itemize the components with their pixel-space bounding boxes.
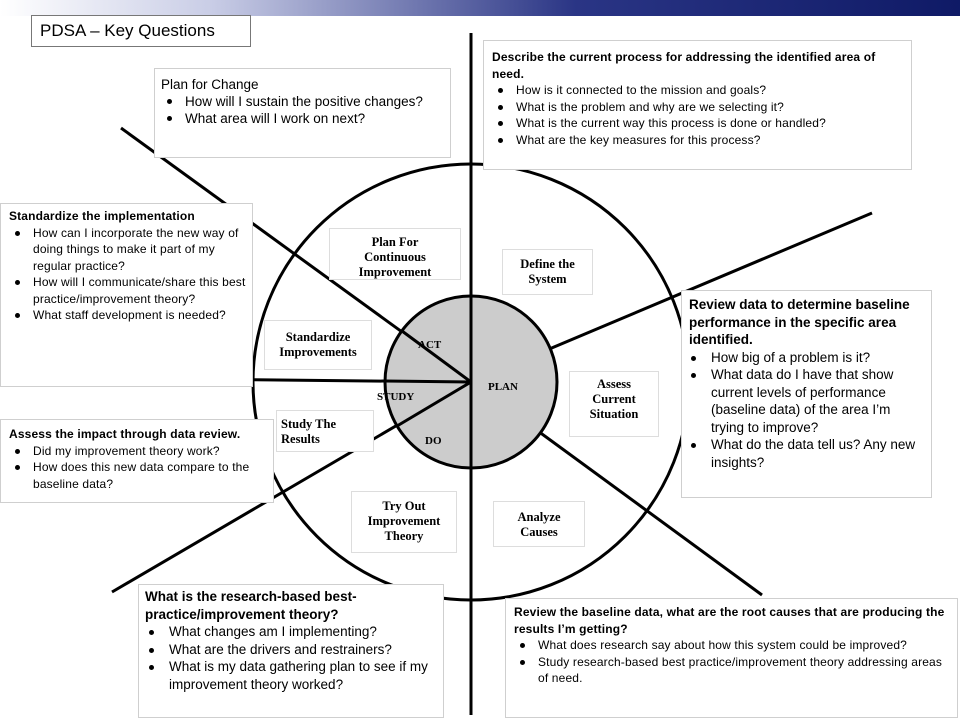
inner-divider-upper-left bbox=[401, 329, 472, 384]
page-title: PDSA – Key Questions bbox=[31, 15, 251, 47]
wheel-label-analyze-causes: Analyze Causes bbox=[493, 501, 585, 547]
list-item: What changes am I implementing? bbox=[139, 623, 439, 641]
quadrant-label-plan: PLAN bbox=[488, 381, 518, 393]
wheel-label-study-results: Study The Results bbox=[276, 410, 374, 452]
list-item: What are the drivers and restrainers? bbox=[139, 641, 439, 659]
list-item: How big of a problem is it? bbox=[682, 349, 927, 367]
list-item: Did my improvement theory work? bbox=[9, 443, 269, 460]
quadrant-label-study: STUDY bbox=[377, 391, 415, 403]
box-describe-process: Describe the current process for address… bbox=[483, 40, 912, 170]
list-item: What do the data tell us? Any new insigh… bbox=[682, 436, 927, 471]
quadrant-label-act: ACT bbox=[418, 339, 442, 351]
box-heading: Review data to determine baseline perfor… bbox=[689, 297, 910, 347]
box-root-causes: Review the baseline data, what are the r… bbox=[505, 598, 958, 718]
list-item: How can I incorporate the new way of doi… bbox=[9, 225, 246, 275]
box-heading: Standardize the implementation bbox=[9, 209, 195, 223]
inner-divider-lower-left bbox=[396, 380, 472, 428]
box-heading: Review the baseline data, what are the r… bbox=[514, 605, 945, 636]
box-assess-impact: Assess the impact through data review. D… bbox=[0, 419, 274, 503]
inner-divider-left bbox=[384, 379, 472, 384]
box-plan-for-change: Plan for Change How will I sustain the p… bbox=[154, 68, 451, 158]
wheel-label-define-system: Define the System bbox=[502, 249, 593, 295]
box-heading: Plan for Change bbox=[161, 77, 259, 92]
box-standardize: Standardize the implementation How can I… bbox=[0, 203, 253, 387]
wheel-label-assess-situation: Assess Current Situation bbox=[569, 371, 659, 437]
wheel-label-try-out: Try Out Improvement Theory bbox=[351, 491, 457, 553]
wheel-label-standardize: Standardize Improvements bbox=[264, 320, 372, 370]
list-item: How is it connected to the mission and g… bbox=[492, 82, 905, 99]
list-item: How will I communicate/share this best p… bbox=[9, 274, 246, 307]
list-item: What staff development is needed? bbox=[9, 307, 246, 324]
box-research-theory: What is the research-based best-practice… bbox=[138, 584, 444, 718]
list-item: What data do I have that show current le… bbox=[682, 366, 927, 436]
box-heading: Assess the impact through data review. bbox=[9, 427, 241, 441]
list-item: What area will I work on next? bbox=[161, 110, 444, 127]
list-item: What is the problem and why are we selec… bbox=[492, 99, 905, 116]
list-item: How will I sustain the positive changes? bbox=[161, 93, 444, 110]
quadrant-label-do: DO bbox=[425, 435, 442, 447]
list-item: What are the key measures for this proce… bbox=[492, 132, 905, 149]
wheel-label-plan-continuous: Plan For Continuous Improvement bbox=[329, 228, 461, 280]
list-item: Study research-based best practice/impro… bbox=[514, 654, 953, 687]
box-review-data: Review data to determine baseline perfor… bbox=[681, 290, 932, 498]
list-item: What is the current way this process is … bbox=[492, 115, 905, 132]
box-heading: What is the research-based best-practice… bbox=[145, 589, 357, 622]
box-heading: Describe the current process for address… bbox=[492, 50, 876, 81]
list-item: What does research say about how this sy… bbox=[514, 637, 953, 654]
list-item: What is my data gathering plan to see if… bbox=[139, 658, 439, 693]
list-item: How does this new data compare to the ba… bbox=[9, 459, 269, 492]
top-banner bbox=[0, 0, 960, 16]
